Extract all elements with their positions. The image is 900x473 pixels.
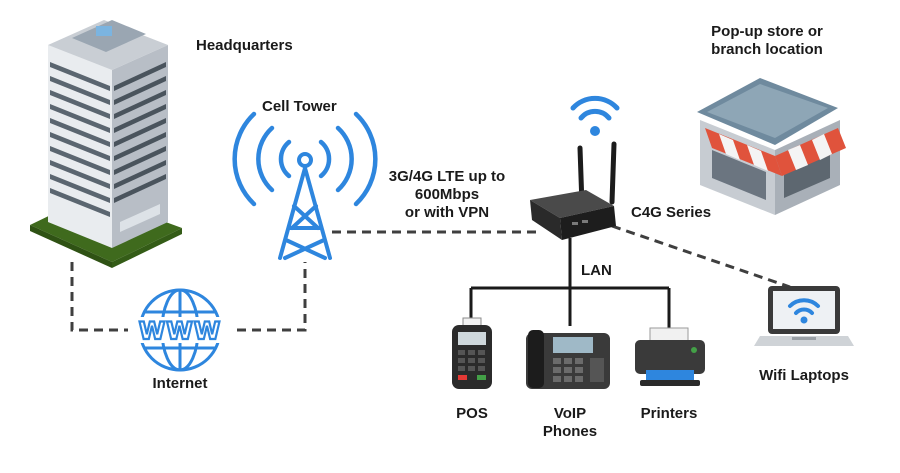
cell-tower-icon (232, 111, 378, 260)
svg-text:WWW: WWW (139, 317, 221, 345)
laptop-wifi-icon (754, 286, 854, 346)
laptops-label: Wifi Laptops (759, 367, 849, 384)
printers-label: Printers (640, 405, 698, 422)
pos-label: POS (456, 405, 488, 422)
headquarters-label: Headquarters (196, 37, 293, 54)
connectors (70, 224, 791, 332)
router-to-laptop-link (611, 224, 791, 289)
store-label: Pop-up store or branch location (711, 23, 823, 58)
internet-to-tower-link (222, 262, 307, 332)
lan-label: LAN (581, 262, 612, 279)
office-building-icon (30, 20, 182, 268)
lte-router-icon (530, 95, 620, 240)
internet-label: Internet (152, 375, 208, 392)
wifi-signal-icon (570, 95, 620, 121)
printer-icon (635, 327, 705, 386)
hq-to-internet-link (70, 262, 138, 332)
router-label: C4G Series (631, 204, 712, 221)
cellular-link-note: 3G/4G LTE up to 600Mbps or with VPN (388, 168, 506, 221)
desk-phone-icon (526, 330, 610, 389)
globe-www-icon: WWW (128, 288, 232, 372)
lan-tree (469, 238, 671, 330)
cell-tower-label: Cell Tower (262, 98, 337, 115)
voip-label: VoIP Phones (542, 405, 598, 440)
pos-terminal-icon (452, 317, 492, 389)
storefront-icon (697, 78, 846, 215)
